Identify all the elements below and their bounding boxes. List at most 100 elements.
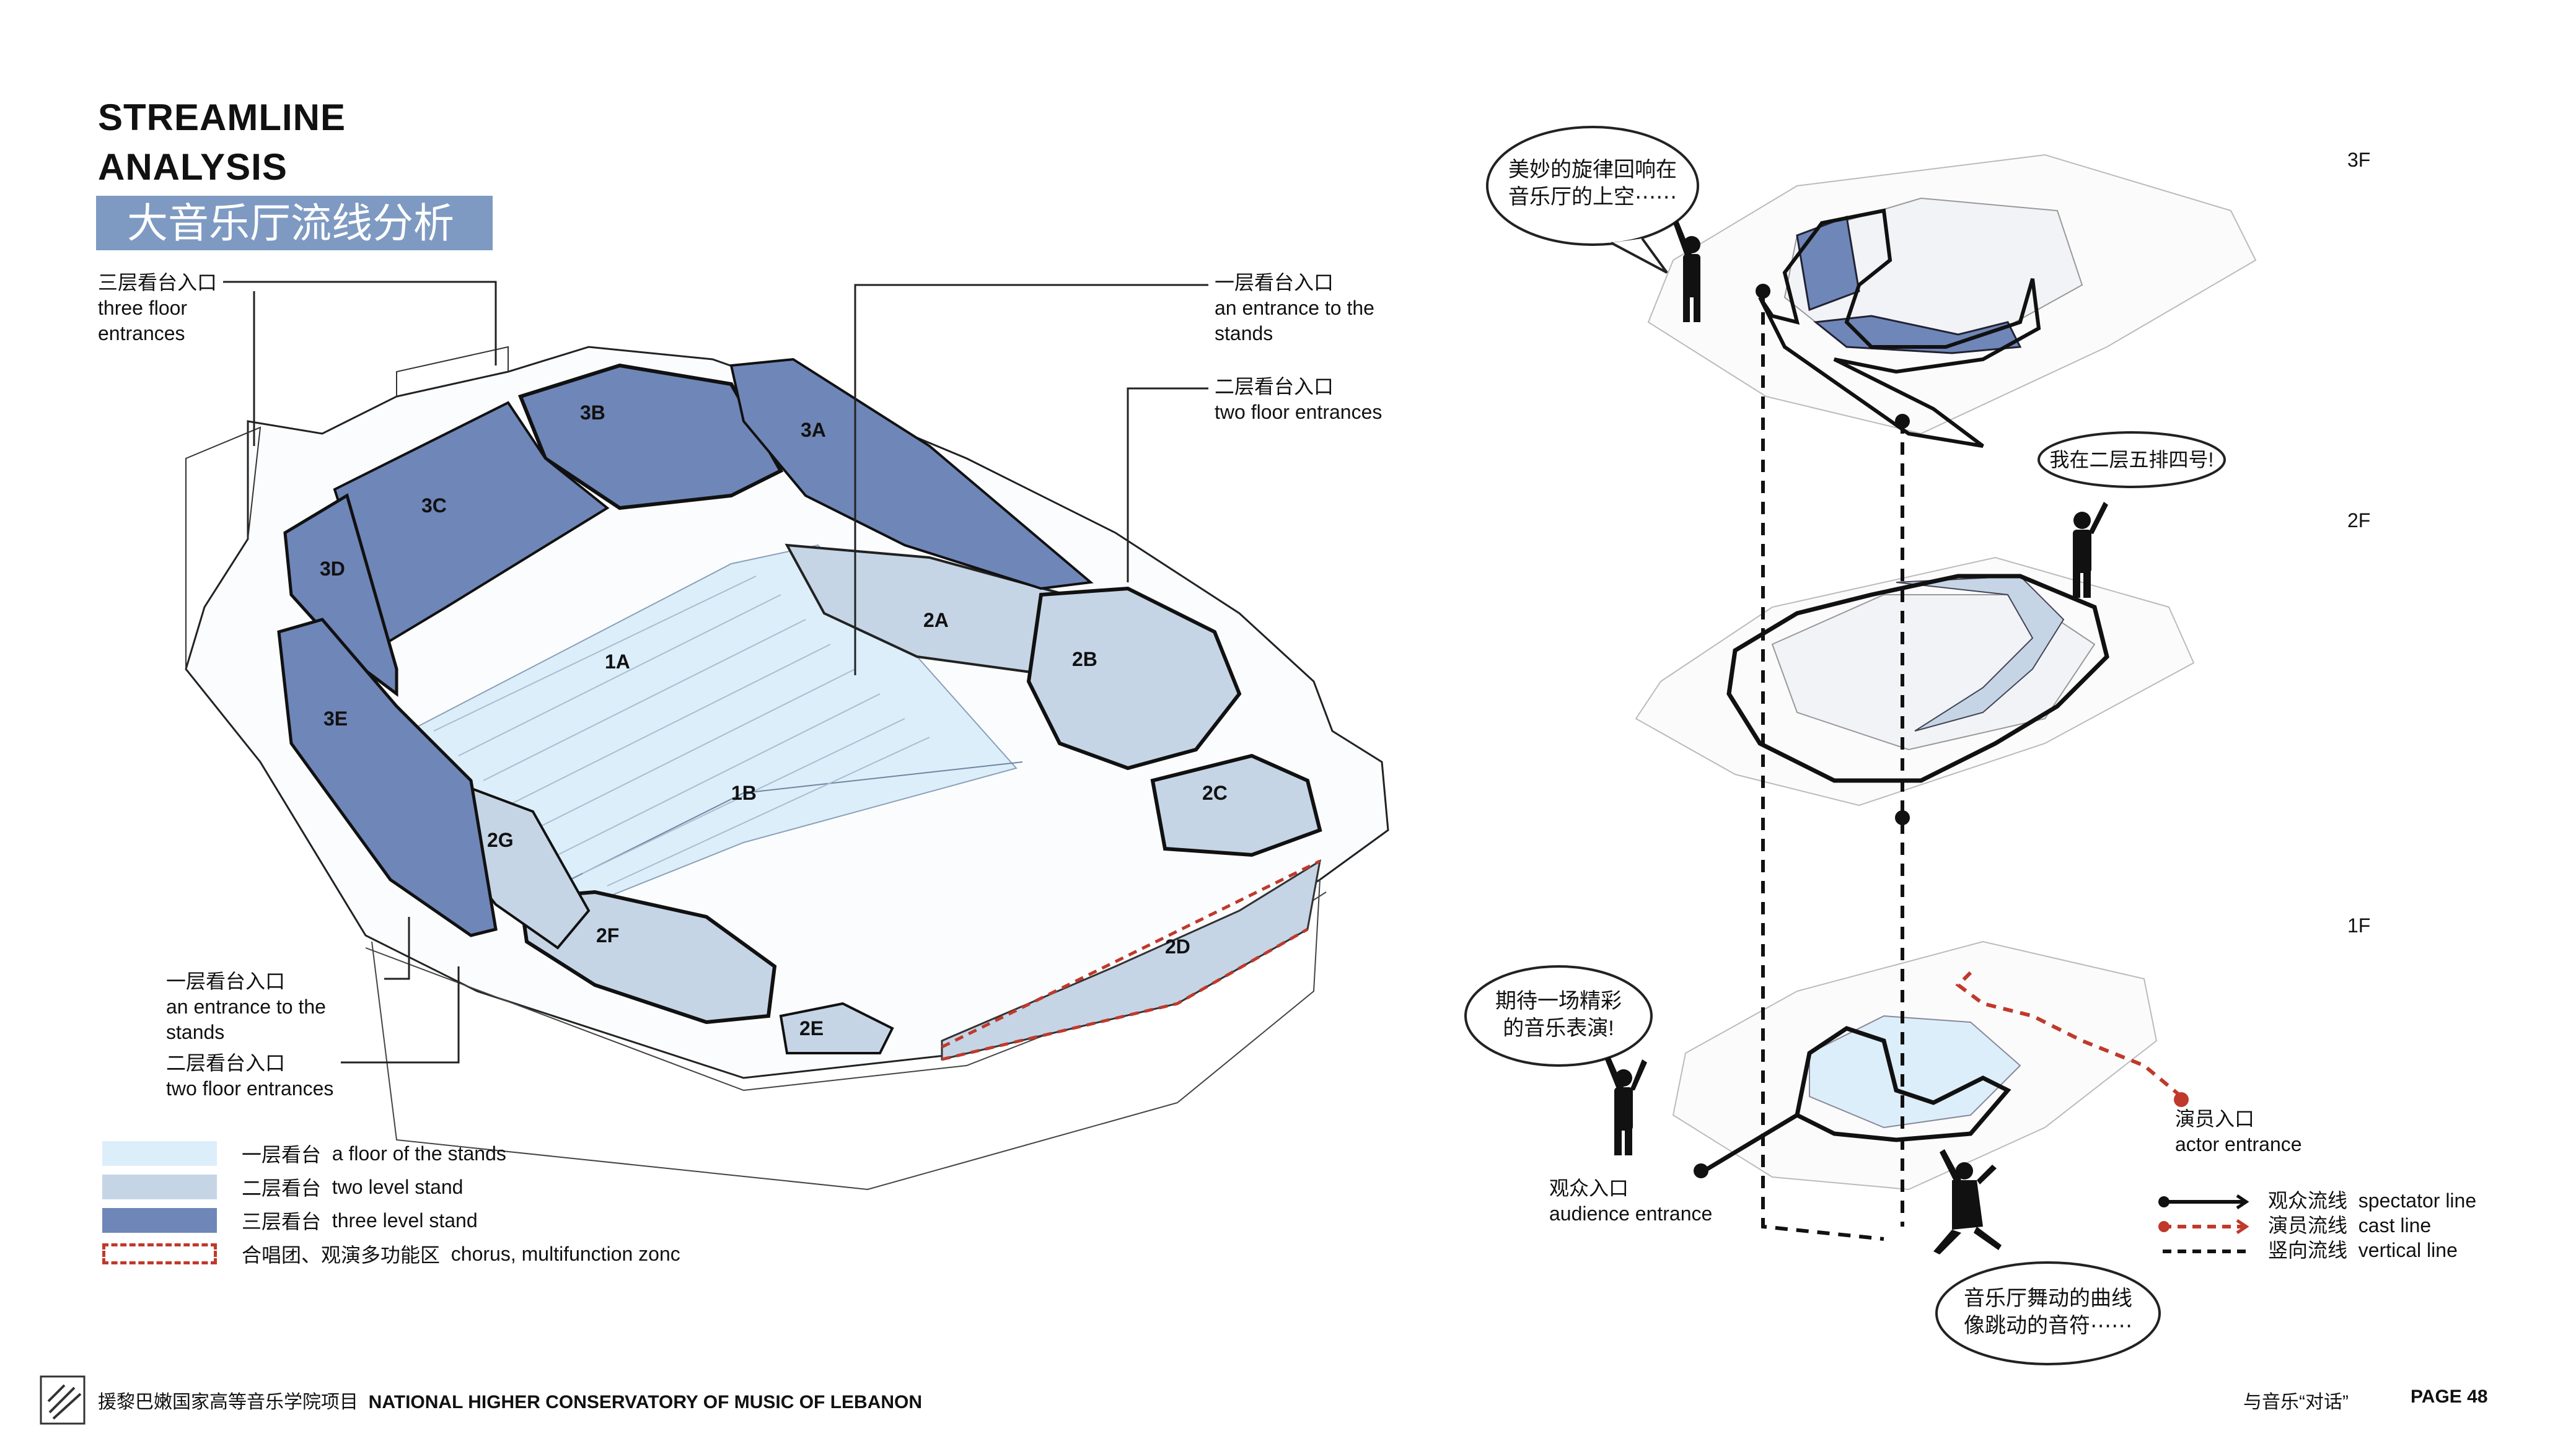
callout-cn: 三层看台入口 xyxy=(98,271,218,294)
key-cn: 观众流线 xyxy=(2268,1189,2348,1212)
key-dot xyxy=(2158,1221,2169,1232)
bubble-line: 我在二层五排四号! xyxy=(2049,449,2214,471)
legend-en: three level stand xyxy=(332,1209,478,1232)
vertical-line-left xyxy=(1761,291,1884,1241)
legend-swatch xyxy=(102,1208,217,1233)
footer-project: 援黎巴嫩国家高等音乐学院项目 NATIONAL HIGHER CONSERVAT… xyxy=(98,1386,922,1414)
entrance-en: audience entrance xyxy=(1549,1202,1713,1225)
legend-item-floor-1: 一层看台 a floor of the stands xyxy=(102,1140,506,1167)
zone-2D-shape xyxy=(941,859,1322,1061)
vertical-node xyxy=(1895,414,1910,429)
key-cast-text: 演员流线 cast line xyxy=(2268,1213,2431,1238)
bubble-line: 音乐厅舞动的曲线 xyxy=(1964,1287,2132,1310)
callout-cn: 二层看台入口 xyxy=(1215,375,1334,398)
zone-label-3B: 3B xyxy=(580,401,605,424)
zone-2E-shape xyxy=(779,1002,894,1054)
bubble-text-second: 我在二层五排四号! xyxy=(2045,446,2218,473)
callout-en: an entrance to the xyxy=(166,996,326,1018)
zone-label-3E: 3E xyxy=(323,707,348,730)
page-title: STREAMLINE ANALYSIS xyxy=(98,93,346,192)
footer-project-cn: 援黎巴嫩国家高等音乐学院项目 xyxy=(98,1392,358,1412)
zone-2B-shape xyxy=(1026,586,1242,771)
zone-label-2D: 2D xyxy=(1165,935,1190,958)
leader-stands-bottom xyxy=(384,917,410,980)
footer-project-en: NATIONAL HIGHER CONSERVATORY OF MUSIC OF… xyxy=(368,1392,923,1412)
key-en: vertical line xyxy=(2358,1239,2458,1261)
vertical-node xyxy=(1895,810,1910,825)
figure-icon xyxy=(1605,1056,1647,1155)
legend-item-floor-2: 二层看台 two level stand xyxy=(102,1173,463,1201)
zone-label-3D: 3D xyxy=(320,558,345,580)
legend-cn: 合唱团、观演多功能区 xyxy=(242,1244,441,1266)
zone-label-2A: 2A xyxy=(923,609,949,631)
plate-2f-hall xyxy=(1771,594,2096,751)
speech-bubble-second xyxy=(2038,431,2226,488)
callout-en: stands xyxy=(1215,322,1273,344)
zone-label-2E: 2E xyxy=(799,1017,824,1040)
key-cn: 演员流线 xyxy=(2268,1214,2348,1237)
figure-icon xyxy=(1933,1149,2002,1254)
plate-1f-hall xyxy=(1809,1015,2021,1129)
title-line-1: STREAMLINE xyxy=(98,97,346,138)
bubble-text-bottom: 音乐厅舞动的曲线 像跳动的音符⋯⋯ xyxy=(1946,1285,2150,1339)
plate-3f-hall xyxy=(1783,197,2083,348)
zone-2F-shape xyxy=(518,890,777,1025)
zone-2C-shape xyxy=(1150,753,1322,857)
zone-label-3A: 3A xyxy=(801,419,826,441)
key-spectator-text: 观众流线 spectator line xyxy=(2268,1188,2476,1214)
callout-three-floor: 三层看台入口 three floor entrances xyxy=(98,270,217,346)
speech-bubble-tail xyxy=(1611,237,1668,274)
legend-item-chorus: 合唱团、观演多功能区 chorus, multifunction zonc xyxy=(102,1240,680,1267)
floor-seat-rows xyxy=(433,576,930,886)
callout-two-floor-top: 二层看台入口 two floor entrances xyxy=(1215,374,1382,425)
figure-icon xyxy=(1673,221,1700,322)
bubble-text-top: 美妙的旋律回响在 音乐厅的上空⋯⋯ xyxy=(1493,156,1692,211)
legend-swatch xyxy=(102,1175,217,1199)
zone-label-2B: 2B xyxy=(1072,648,1097,670)
key-dot xyxy=(2158,1196,2169,1207)
callout-en: an entrance to the xyxy=(1215,297,1374,319)
plate-2f-stands xyxy=(1896,575,2065,732)
bubble-line: 期待一场精彩 xyxy=(1495,989,1622,1013)
bubble-text-third: 期待一场精彩 的音乐表演! xyxy=(1475,987,1642,1042)
speech-bubble-third xyxy=(1464,965,1653,1067)
entrance-cn: 演员入口 xyxy=(2175,1108,2255,1130)
callout-cn: 一层看台入口 xyxy=(1215,271,1334,294)
west-wall xyxy=(185,426,262,669)
key-en: spectator line xyxy=(2358,1189,2477,1212)
floor-label-1f: 1F xyxy=(2347,914,2371,937)
actor-entrance-label: 演员入口 actor entrance xyxy=(2175,1106,2302,1157)
arrow-icon xyxy=(2236,1219,2249,1235)
legend-en: a floor of the stands xyxy=(332,1142,506,1165)
legend-en: two level stand xyxy=(332,1175,464,1198)
logo-mark xyxy=(47,1384,82,1420)
speech-bubble-bottom xyxy=(1935,1261,2161,1365)
callout-stands-bottom: 一层看台入口 an entrance to the stands xyxy=(166,969,326,1045)
leader-three-floor xyxy=(223,281,497,366)
callout-cn: 二层看台入口 xyxy=(166,1052,286,1074)
callout-en: two floor entrances xyxy=(1215,401,1383,423)
leader-two-floor-top xyxy=(1127,387,1208,582)
entrance-cn: 观众入口 xyxy=(1549,1177,1629,1199)
chinese-subtitle-banner: 大音乐厅流线分析 xyxy=(96,196,493,250)
floor-label-2f: 2F xyxy=(2347,509,2371,532)
zone-label-2C: 2C xyxy=(1202,782,1228,804)
spectator-line-2f xyxy=(1726,574,2109,783)
zone-label-3C: 3C xyxy=(421,494,447,517)
callout-two-floor-bottom: 二层看台入口 two floor entrances xyxy=(166,1051,333,1101)
audience-entrance-label: 观众入口 audience entrance xyxy=(1549,1176,1712,1227)
callout-en: stands xyxy=(166,1021,225,1043)
speech-bubble-top xyxy=(1486,126,1699,246)
figure-icon xyxy=(2073,502,2108,598)
vertical-node xyxy=(1756,284,1770,299)
callout-en: two floor entrances xyxy=(166,1077,334,1100)
zone-label-2F: 2F xyxy=(596,924,620,947)
key-en: cast line xyxy=(2358,1214,2432,1237)
footer-right-cn: 与音乐“对话” xyxy=(2243,1392,2349,1412)
legend-cn: 二层看台 xyxy=(242,1177,322,1199)
callout-stands-top: 一层看台入口 an entrance to the stands xyxy=(1215,270,1374,346)
leader-stands-top xyxy=(854,284,1208,675)
callout-en: entrances xyxy=(98,322,185,344)
